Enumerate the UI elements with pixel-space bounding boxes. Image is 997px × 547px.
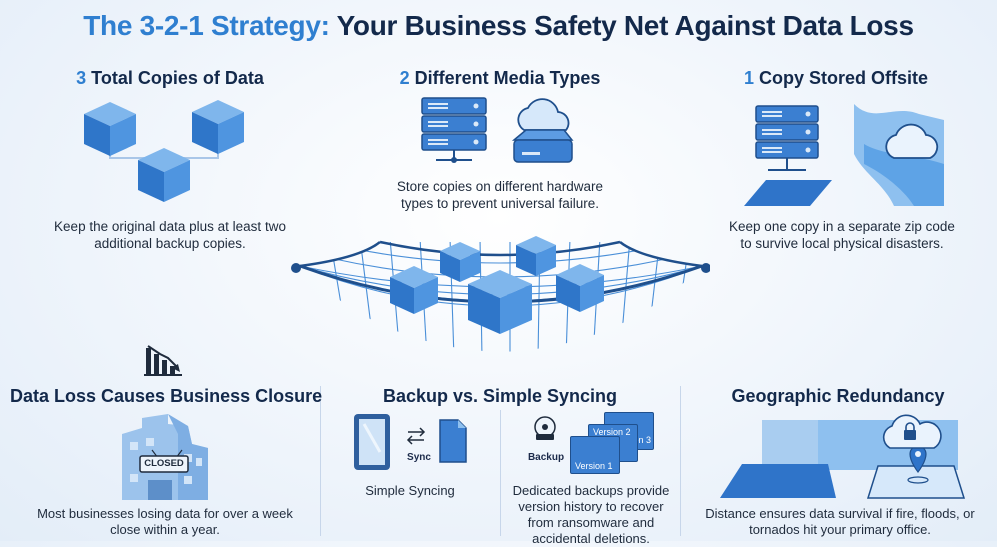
- backup-caption: Dedicated backups provide version histor…: [512, 483, 670, 546]
- geo-redundancy-illustration: [720, 414, 966, 499]
- tablet-icon: [354, 414, 390, 470]
- backup-label: Backup: [527, 452, 565, 463]
- cube-icon: [390, 266, 438, 314]
- cube-icon: [468, 270, 532, 334]
- closed-building-icon: [122, 414, 208, 500]
- geo-description: Distance ensures data survival if fire, …: [705, 506, 975, 537]
- backup-heading: Backup vs. Simple Syncing: [382, 386, 618, 406]
- cube-icon: [192, 100, 244, 154]
- media-number: 2: [399, 68, 410, 88]
- copies-heading: 3 Total Copies of Data: [40, 68, 300, 89]
- cube-icon: [440, 242, 480, 282]
- version-label: Version 1: [575, 461, 613, 471]
- offsite-number: 1: [743, 68, 754, 88]
- closure-description: Most businesses losing data for over a w…: [37, 506, 293, 537]
- copies-description: Keep the original data plus at least two…: [54, 219, 286, 251]
- cube-icon: [84, 102, 136, 156]
- version-label: Version 2: [593, 427, 631, 437]
- sync-arrows-icon: [406, 427, 426, 445]
- divider: [500, 410, 501, 536]
- copies-heading-text: Total Copies of Data: [91, 68, 264, 88]
- cloud-lock-icon: [882, 414, 942, 449]
- media-heading-text: Different Media Types: [414, 68, 601, 88]
- sync-label: Sync: [407, 452, 431, 463]
- offsite-description: Keep one copy in a separate zip code to …: [729, 219, 955, 251]
- title-rest: Your Business Safety Net Against Data Lo…: [336, 10, 914, 41]
- cloud-icon: [885, 123, 939, 159]
- closure-heading: Data Loss Causes Business Closure: [10, 386, 323, 406]
- media-icons: [421, 97, 574, 163]
- cube-icon: [516, 236, 556, 276]
- sync-illustration: [354, 414, 467, 470]
- offsite-heading: 1 Copy Stored Offsite: [706, 68, 966, 89]
- server-icon: [755, 105, 819, 171]
- version-card: Version 1: [570, 436, 620, 474]
- offsite-heading-text: Copy Stored Offsite: [759, 68, 929, 88]
- cube-icon: [138, 148, 190, 202]
- page-title: The 3-2-1 Strategy: Your Business Safety…: [0, 10, 997, 42]
- cube-icon: [556, 264, 604, 312]
- media-heading: 2 Different Media Types: [370, 68, 630, 89]
- sync-caption: Simple Syncing: [365, 483, 455, 498]
- safety-net-illustration: [291, 236, 710, 352]
- declining-chart-icon: [144, 345, 182, 376]
- closed-sign: [139, 449, 189, 473]
- cloud-drive-icon: [511, 98, 574, 163]
- media-description: Store copies on different hardware types…: [396, 179, 604, 211]
- server-icon: [421, 97, 487, 163]
- title-accent: The 3-2-1 Strategy:: [83, 10, 330, 41]
- geo-heading: Geographic Redundancy: [731, 386, 945, 406]
- divider: [680, 386, 681, 536]
- copies-number: 3: [76, 68, 87, 88]
- file-icon: [439, 419, 467, 463]
- offsite-illustration: [744, 104, 944, 206]
- backup-drive-icon: [534, 416, 556, 440]
- divider: [320, 386, 321, 536]
- closed-sign-text: CLOSED: [144, 458, 184, 469]
- three-cubes-icon: [84, 100, 244, 202]
